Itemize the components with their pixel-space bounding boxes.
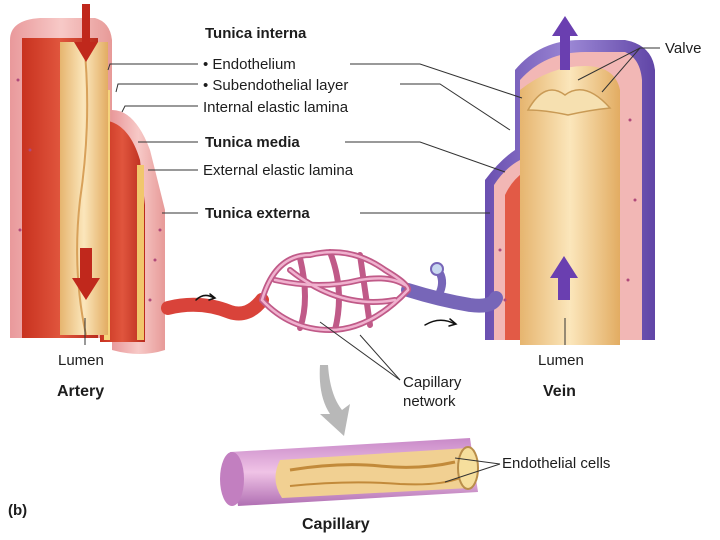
- vein-flow-arrow-bottom: [550, 256, 578, 300]
- artery-lumen: [60, 42, 108, 335]
- venule: [401, 283, 503, 313]
- artery-external-elastic-lamina: [137, 165, 144, 340]
- external-elastic-lamina-label: External elastic lamina: [203, 162, 354, 179]
- artery-lumen-label: Lumen: [58, 352, 104, 369]
- artery-flow-arrow-bottom: [72, 248, 100, 300]
- zoom-arrow: [319, 365, 350, 436]
- tunica-media-label: Tunica media: [205, 134, 300, 151]
- vein-flow-arrow-top: [552, 16, 578, 70]
- capillary-network-label-line1: Capillary: [403, 374, 462, 391]
- vein-title: Vein: [543, 383, 576, 400]
- capillary-illustration: [220, 438, 479, 506]
- tunica-interna-label: Tunica interna: [205, 25, 307, 42]
- artery-illustration: [10, 4, 165, 354]
- capillary-lumen: [275, 448, 475, 498]
- vein-illustration: [485, 16, 655, 345]
- vein-lumen: [520, 66, 620, 345]
- tunica-externa-label: Tunica externa: [205, 205, 310, 222]
- capillary-network-label-line2: network: [403, 393, 456, 410]
- vein-lumen-label: Lumen: [538, 352, 584, 369]
- valve-label: Valve: [665, 40, 702, 57]
- vein-valve: [526, 89, 612, 116]
- endothelium-label: • Endothelium: [203, 56, 296, 73]
- endothelial-cells-label: Endothelial cells: [502, 455, 611, 472]
- capillary-network-illustration: [161, 249, 503, 334]
- internal-elastic-lamina-label: Internal elastic lamina: [203, 99, 349, 116]
- artery-flow-arrow-top: [74, 4, 98, 62]
- capillary-title: Capillary: [302, 516, 370, 533]
- leader-lines: [84, 47, 660, 483]
- artery-tunica-media-cut: [100, 120, 145, 342]
- subendothelial-layer-label: • Subendothelial layer: [203, 77, 349, 94]
- artery-title: Artery: [57, 383, 105, 400]
- arteriole: [161, 293, 269, 321]
- figure-tag: (b): [8, 502, 28, 519]
